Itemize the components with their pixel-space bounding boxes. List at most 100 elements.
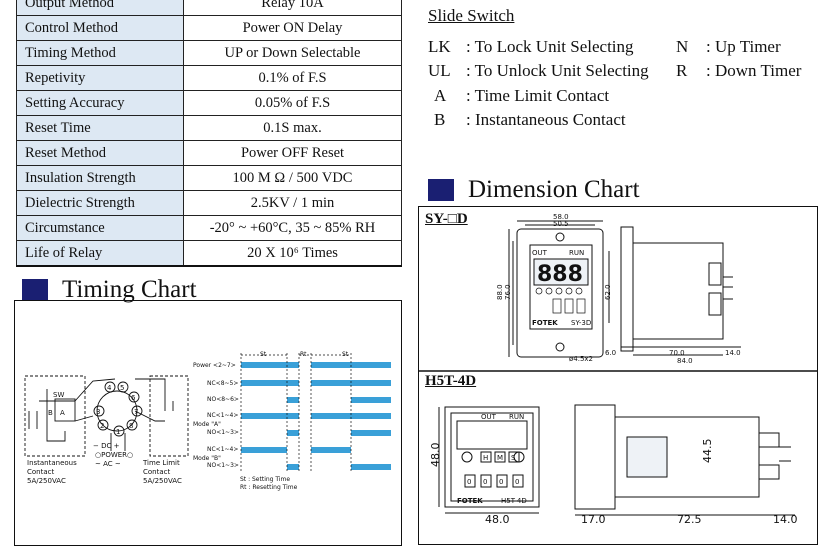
spec-key: Life of Relay: [16, 240, 184, 267]
spec-value: 2.5KV / 1 min: [183, 190, 402, 216]
inst-label: Instantaneous: [27, 459, 77, 467]
spec-key: Circumstance: [16, 215, 184, 241]
tl-label: Contact: [143, 468, 170, 476]
desc: Time Limit Contact: [474, 85, 610, 105]
spec-value: 0.1% of F.S: [183, 65, 402, 91]
key-label: M: [497, 454, 503, 462]
indicator-text: RUN: [569, 249, 584, 257]
key-label: H: [483, 454, 488, 462]
dim-text: 70.0: [669, 349, 685, 357]
timing-waveforms: [241, 362, 391, 470]
model-text: H5T-4D: [501, 497, 527, 505]
code: UL: [428, 61, 451, 80]
h5t-dimensions: 48.0 48.0 44.5 17.0 72.5 14.0: [429, 439, 798, 527]
spec-key: Output Method: [16, 0, 184, 16]
sy-digit-display: 888: [537, 262, 583, 287]
spec-value: Relay 10A: [183, 0, 402, 16]
spec-key: Control Method: [16, 15, 184, 41]
timing-chart-heading: Timing Chart: [22, 276, 197, 304]
spec-value: Power OFF Reset: [183, 140, 402, 166]
code: B: [434, 110, 446, 129]
pin-label: 4: [107, 384, 112, 392]
spec-key: Reset Time: [16, 115, 184, 141]
indicator-text: OUT: [481, 413, 497, 421]
timing-chart-title: Timing Chart: [62, 276, 197, 303]
spec-row: Circumstance-20° ~ +60°C, 35 ~ 85% RH: [16, 215, 402, 241]
digit: 0: [515, 478, 519, 486]
sy-side-view: [620, 226, 741, 356]
dimension-chart-heading: Dimension Chart: [428, 176, 640, 204]
spec-key: Dielectric Strength: [16, 190, 184, 216]
signal-label: NO<1~3>: [207, 429, 239, 436]
slide-switch-heading: Slide Switch: [428, 6, 515, 25]
dim-text: 48.0: [485, 513, 510, 526]
dim-text: 6.0: [605, 349, 616, 357]
signal-label: NO<8~6>: [207, 396, 239, 403]
brand-text: FOTEK: [457, 497, 483, 505]
dim-text: 17.0: [581, 513, 606, 526]
tl-label: Time Limit: [142, 459, 180, 467]
desc: Down Timer: [714, 61, 802, 80]
spec-value: 0.05% of F.S: [183, 90, 402, 116]
h5t-side-view: [574, 404, 795, 516]
spec-value: Power ON Delay: [183, 15, 402, 41]
pin-label: 3: [96, 408, 100, 416]
timing-gridlines: [240, 353, 352, 473]
dc-label: − DC +: [93, 442, 120, 450]
dim-text: ø4.5x2: [569, 355, 593, 363]
pin-labels: 4 5 6 7 8 1 2 3 SW B A − DC + ○POWER○ ~ …: [27, 384, 182, 485]
signal-label: NO<1~3>: [207, 462, 239, 469]
dim-text: 14.0: [725, 349, 741, 357]
signal-label: Power <2~7>: [193, 362, 236, 369]
dim-text: 88.0: [496, 284, 504, 300]
switch-row: A: Time Limit Contact: [428, 84, 801, 109]
desc: Instantaneous Contact: [474, 110, 626, 129]
b-label: B: [48, 409, 53, 417]
ac-label: ~ AC ~: [95, 460, 121, 468]
pin-label: 6: [131, 394, 136, 402]
dimension-chart-title: Dimension Chart: [468, 176, 640, 203]
dim-text: 48.0: [429, 443, 442, 468]
dim-text: 72.5: [677, 513, 702, 526]
dim-text: 14.0: [773, 513, 798, 526]
dimension-chart-panel: SY-□D 58.0 50.5 88.0 76.0 62.0 ø4.5x2 6.…: [418, 206, 818, 545]
dim-text: 58.0: [553, 213, 569, 221]
spec-key: Timing Method: [16, 40, 184, 66]
pin-label: 5: [120, 384, 124, 392]
signal-label: NC<1~4>: [207, 412, 238, 419]
spec-value: UP or Down Selectable: [183, 40, 402, 66]
spec-value: 0.1S max.: [183, 115, 402, 141]
brand-text: FOTEK: [532, 319, 558, 327]
desc: To Lock Unit Selecting: [474, 36, 634, 56]
spec-value: 100 M Ω / 500 VDC: [183, 165, 402, 191]
section-marker-icon: [22, 279, 48, 301]
sy-dimensions: 58.0 50.5 88.0 76.0 62.0 ø4.5x2 6.0 70.0…: [496, 213, 741, 365]
tl-label: 5A/250VAC: [143, 477, 182, 485]
pin-label: 2: [100, 422, 104, 430]
pin-label: 1: [116, 428, 120, 436]
mode-label: Mode "B": [193, 455, 221, 462]
st-label: St: [342, 351, 349, 358]
legend-text: St : Setting Time: [240, 476, 290, 483]
a-label: A: [60, 409, 65, 417]
mode-label: Mode "A": [193, 421, 221, 428]
switch-row: B: Instantaneous Contact: [428, 108, 801, 133]
code: A: [434, 85, 447, 105]
spec-key: Setting Accuracy: [16, 90, 184, 116]
timing-chart-drawing: 4 5 6 7 8 1 2 3 SW B A − DC + ○POWER○ ~ …: [24, 351, 391, 491]
dim-text: 62.0: [604, 284, 612, 300]
st-label: St: [260, 351, 267, 358]
timing-labels: Power <2~7> NC<8~5> NO<8~6> NC<1~4> NO<1…: [193, 351, 349, 491]
inst-label: Contact: [27, 468, 54, 476]
dimension-drawing: 58.0 50.5 88.0 76.0 62.0 ø4.5x2 6.0 70.0…: [419, 213, 817, 527]
desc: Up Timer: [714, 36, 781, 56]
